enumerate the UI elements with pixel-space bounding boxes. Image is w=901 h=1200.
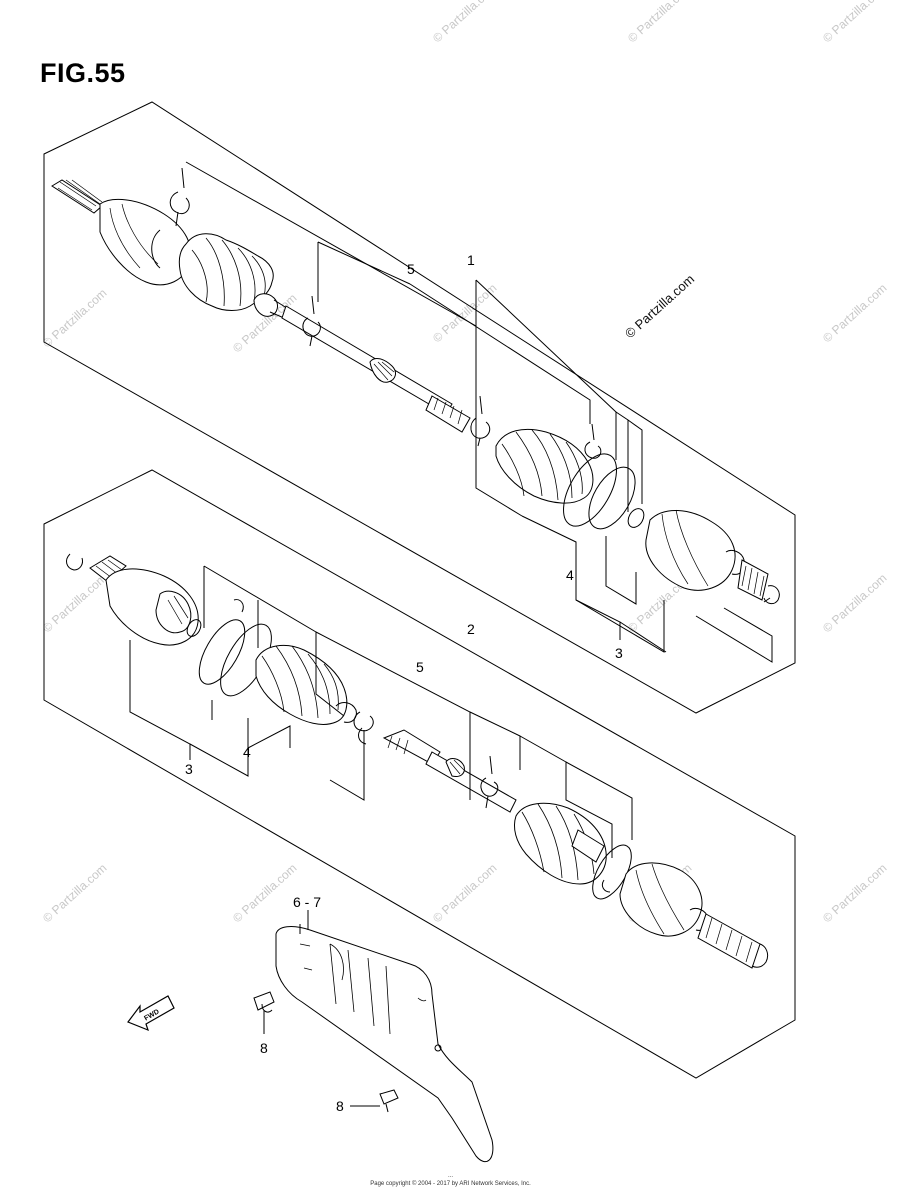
circlip-lower-left (66, 553, 83, 571)
undercover-plate (275, 926, 494, 1162)
boot-band-large-upper (563, 453, 617, 527)
bolt-8-upper (253, 991, 275, 1011)
callout-6-7: 6 - 7 (293, 894, 322, 910)
snap-ring-lower (186, 619, 202, 637)
callout-2: 2 (467, 621, 475, 637)
callout-1: 1 (467, 252, 475, 268)
shaft-clip-upper (302, 295, 321, 347)
footer-copyright: Page copyright © 2004 - 2017 by ARI Netw… (370, 1181, 531, 1187)
upper-assembly-frame (43, 101, 796, 714)
outer-boot-lower (513, 802, 607, 885)
inner-boot-upper (495, 428, 594, 504)
leader-part1-outer (185, 161, 523, 517)
boot-clamp-lower (353, 711, 374, 732)
plate-bolt-hole (434, 1044, 442, 1052)
inner-joint-housing-upper (645, 509, 736, 591)
inner-boot-lower (255, 644, 348, 725)
figure-title: FIG.55 (40, 58, 126, 88)
drive-shaft-upper (281, 305, 453, 415)
snap-ring-upper (627, 508, 645, 528)
shaft-clip-inner-upper (470, 395, 491, 447)
footer-line-1: ... (447, 1173, 453, 1179)
callout-8-lower: 8 (336, 1098, 344, 1114)
lower-assembly-frame (43, 469, 796, 1079)
callout-4-upper: 4 (566, 567, 574, 583)
callout-8-upper: 8 (260, 1040, 268, 1056)
shaft-clip-lower (480, 755, 499, 809)
outer-joint-housing-lower (619, 862, 703, 937)
boot-clamp-upper-outer (151, 167, 190, 269)
bolt-8-lower (379, 1089, 399, 1105)
drive-shaft-lower (425, 751, 517, 813)
boot-band-small-lower (198, 619, 246, 685)
callout-3-lower: 3 (185, 761, 193, 777)
callout-5-lower: 5 (416, 659, 424, 675)
circlip-upper-end (763, 585, 780, 605)
callout-3-upper: 3 (615, 645, 623, 661)
callout-5-upper: 5 (407, 261, 415, 277)
fwd-arrow-icon: FWD (127, 995, 175, 1032)
callout-4-lower: 4 (243, 744, 251, 760)
